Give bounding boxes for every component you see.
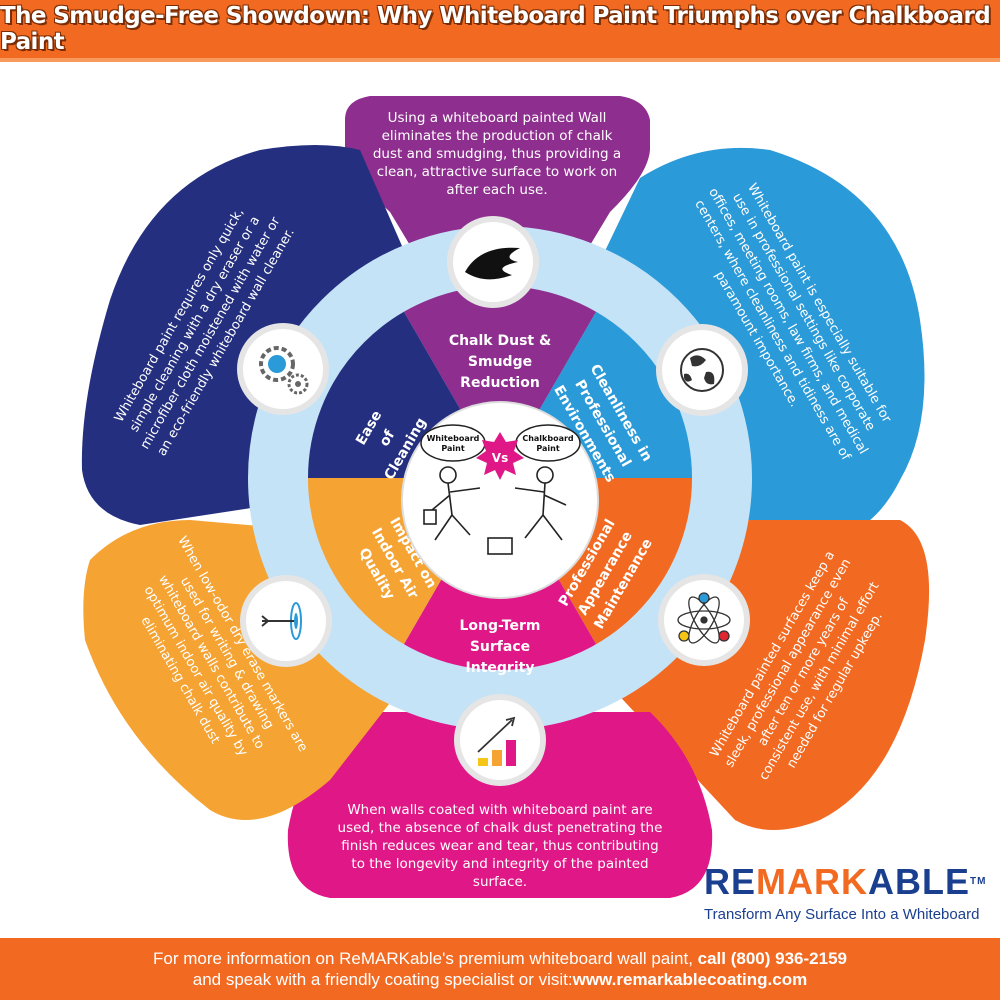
petal-bottom-text: When walls coated with whiteboard paint … [338, 802, 663, 890]
segment-top-label: Chalk Dust & Smudge Reduction [449, 333, 551, 391]
icon-circle-upper-left [237, 323, 329, 415]
globe-icon [680, 348, 724, 392]
left-bubble-line1: Whiteboard [427, 434, 480, 443]
petal-bottom [287, 712, 713, 898]
brand-tagline: Transform Any Surface Into a Whiteboard [704, 906, 980, 923]
target-arrow-icon [261, 602, 302, 640]
website-link[interactable]: www.remarkablecoating.com [572, 970, 808, 989]
growth-chart-icon [477, 716, 516, 766]
svg-text:surface.: surface. [473, 874, 527, 890]
logo-re: RE [704, 861, 757, 902]
logo-mark: MARK [756, 861, 868, 902]
svg-text:Long-Term: Long-Term [460, 618, 541, 634]
svg-text:Smudge: Smudge [468, 354, 532, 370]
svg-text:after each use.: after each use. [446, 182, 547, 198]
left-bubble-line2: Paint [441, 444, 464, 453]
smudge-icon [465, 247, 520, 280]
svg-text:finish reduces wear and tear,: finish reduces wear and tear, thus contr… [341, 838, 658, 854]
icon-circle-upper-right [656, 324, 748, 416]
svg-text:Chalk Dust &: Chalk Dust & [449, 333, 551, 349]
brand-logo: REMARKABLETM Transform Any Surface Into … [704, 862, 994, 932]
page-title: The Smudge-Free Showdown: Why Whiteboard… [0, 3, 991, 55]
center-illustration: Whiteboard Paint Chalkboard Paint Vs [401, 401, 599, 599]
svg-text:eliminates the production of c: eliminates the production of chalk [382, 128, 613, 144]
logo-wordmark: REMARKABLETM [704, 862, 994, 902]
icon-circle-top [447, 216, 539, 308]
svg-text:dust and smudging, thus provid: dust and smudging, thus providing a [373, 146, 621, 162]
icon-circle-bottom [454, 694, 546, 786]
svg-text:to the longevity and integrity: to the longevity and integrity of the pa… [351, 856, 648, 872]
right-bubble-line2: Paint [536, 444, 559, 453]
icon-circle-lower-left [240, 575, 332, 667]
svg-text:When walls coated with whitebo: When walls coated with whiteboard paint … [347, 802, 652, 818]
footer-line-2: and speak with a friendly coating specia… [192, 970, 808, 989]
title-bar: The Smudge-Free Showdown: Why Whiteboard… [0, 0, 1000, 62]
svg-text:Surface: Surface [470, 639, 530, 655]
logo-able: ABLE [868, 861, 970, 902]
phone-link[interactable]: call (800) 936-2159 [697, 949, 847, 968]
footer-line-1: For more information on ReMARKable's pre… [153, 949, 847, 968]
segment-bottom-label: Long-Term Surface Integrity [460, 618, 541, 676]
segment-top [389, 256, 611, 478]
svg-text:Integrity: Integrity [466, 660, 535, 676]
petal-top-text: Using a whiteboard painted Wall eliminat… [373, 110, 621, 198]
svg-text:Reduction: Reduction [460, 375, 540, 391]
footer: For more information on ReMARKable's pre… [0, 938, 1000, 1000]
vs-burst [476, 432, 524, 480]
svg-text:used, the absence of chalk dus: used, the absence of chalk dust penetrat… [338, 820, 663, 836]
right-bubble-line1: Chalkboard [522, 434, 574, 443]
vs-label: Vs [492, 451, 508, 465]
gears-icon [259, 346, 309, 395]
svg-text:Using a whiteboard painted Wal: Using a whiteboard painted Wall [388, 110, 607, 126]
icon-circle-lower-right [658, 574, 750, 666]
logo-tm: TM [970, 876, 987, 887]
svg-text:clean, attractive surface to w: clean, attractive surface to work on [377, 164, 617, 180]
people-network-icon [677, 592, 731, 644]
